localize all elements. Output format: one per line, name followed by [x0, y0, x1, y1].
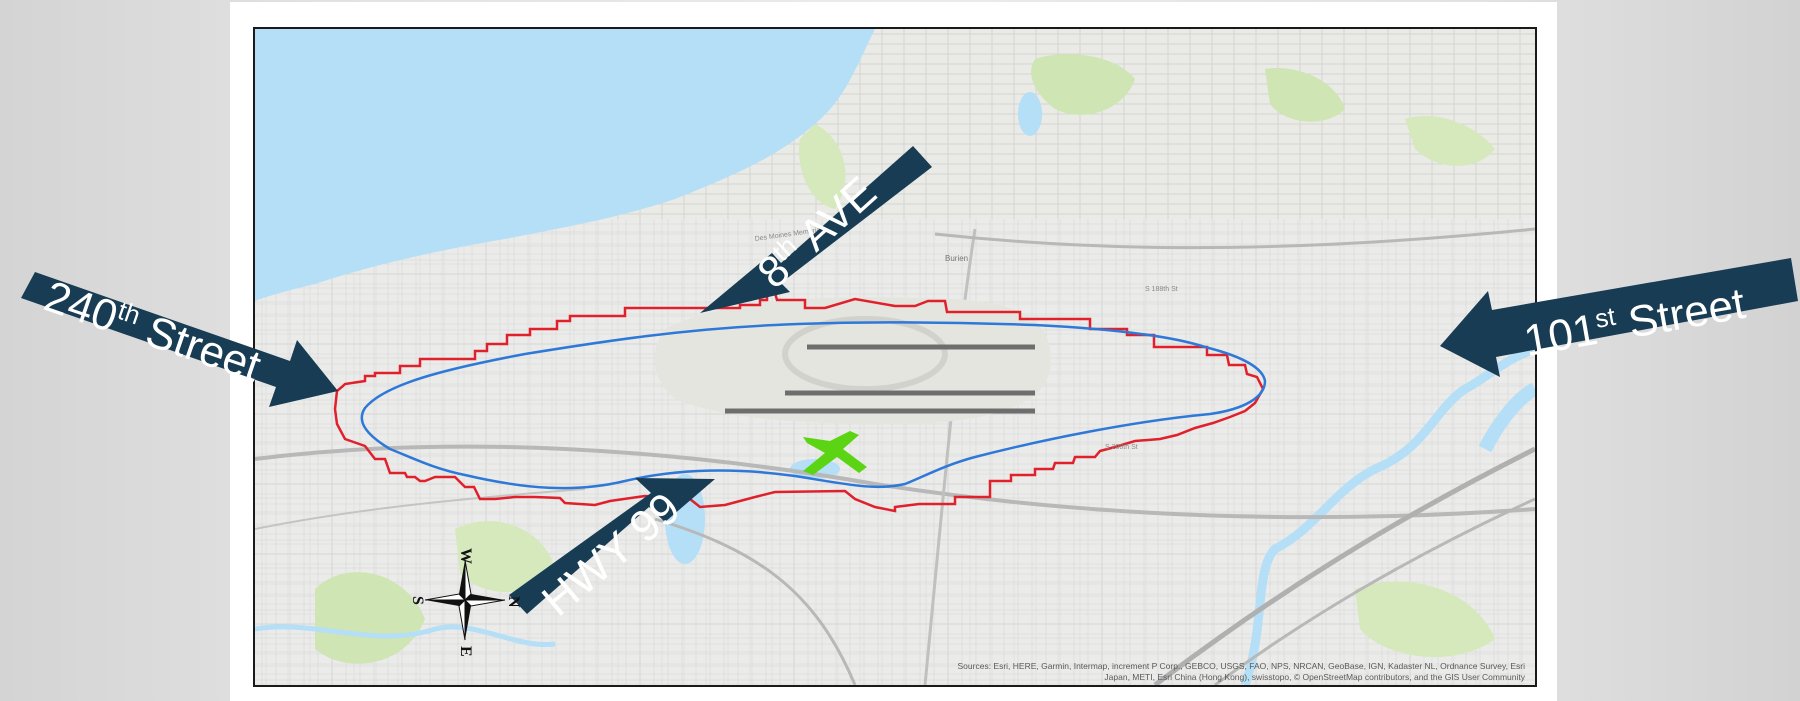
attribution-line: Japan, METI, Esri China (Hong Kong), swi…: [1104, 672, 1525, 682]
compass-rose-icon: W S E N: [409, 548, 522, 657]
street-label: S 200th St: [1105, 444, 1138, 451]
attribution-line: Sources: Esri, HERE, Garmin, Intermap, i…: [957, 661, 1525, 671]
lake: [1018, 92, 1042, 136]
compass-s-label: S: [409, 596, 426, 605]
aircraft-shape: [803, 431, 867, 475]
compass-n-label: N: [505, 596, 522, 608]
street-label: S 188th St: [1145, 286, 1178, 293]
map-attribution: Sources: Esri, HERE, Garmin, Intermap, i…: [895, 661, 1525, 683]
green-river: [1240, 344, 1535, 685]
place-label-burien: Burien: [945, 254, 968, 263]
compass-e-label: E: [457, 646, 474, 657]
puget-sound-water: [255, 29, 875, 301]
compass-w-label: W: [457, 548, 474, 564]
airport-field: [654, 297, 1051, 424]
